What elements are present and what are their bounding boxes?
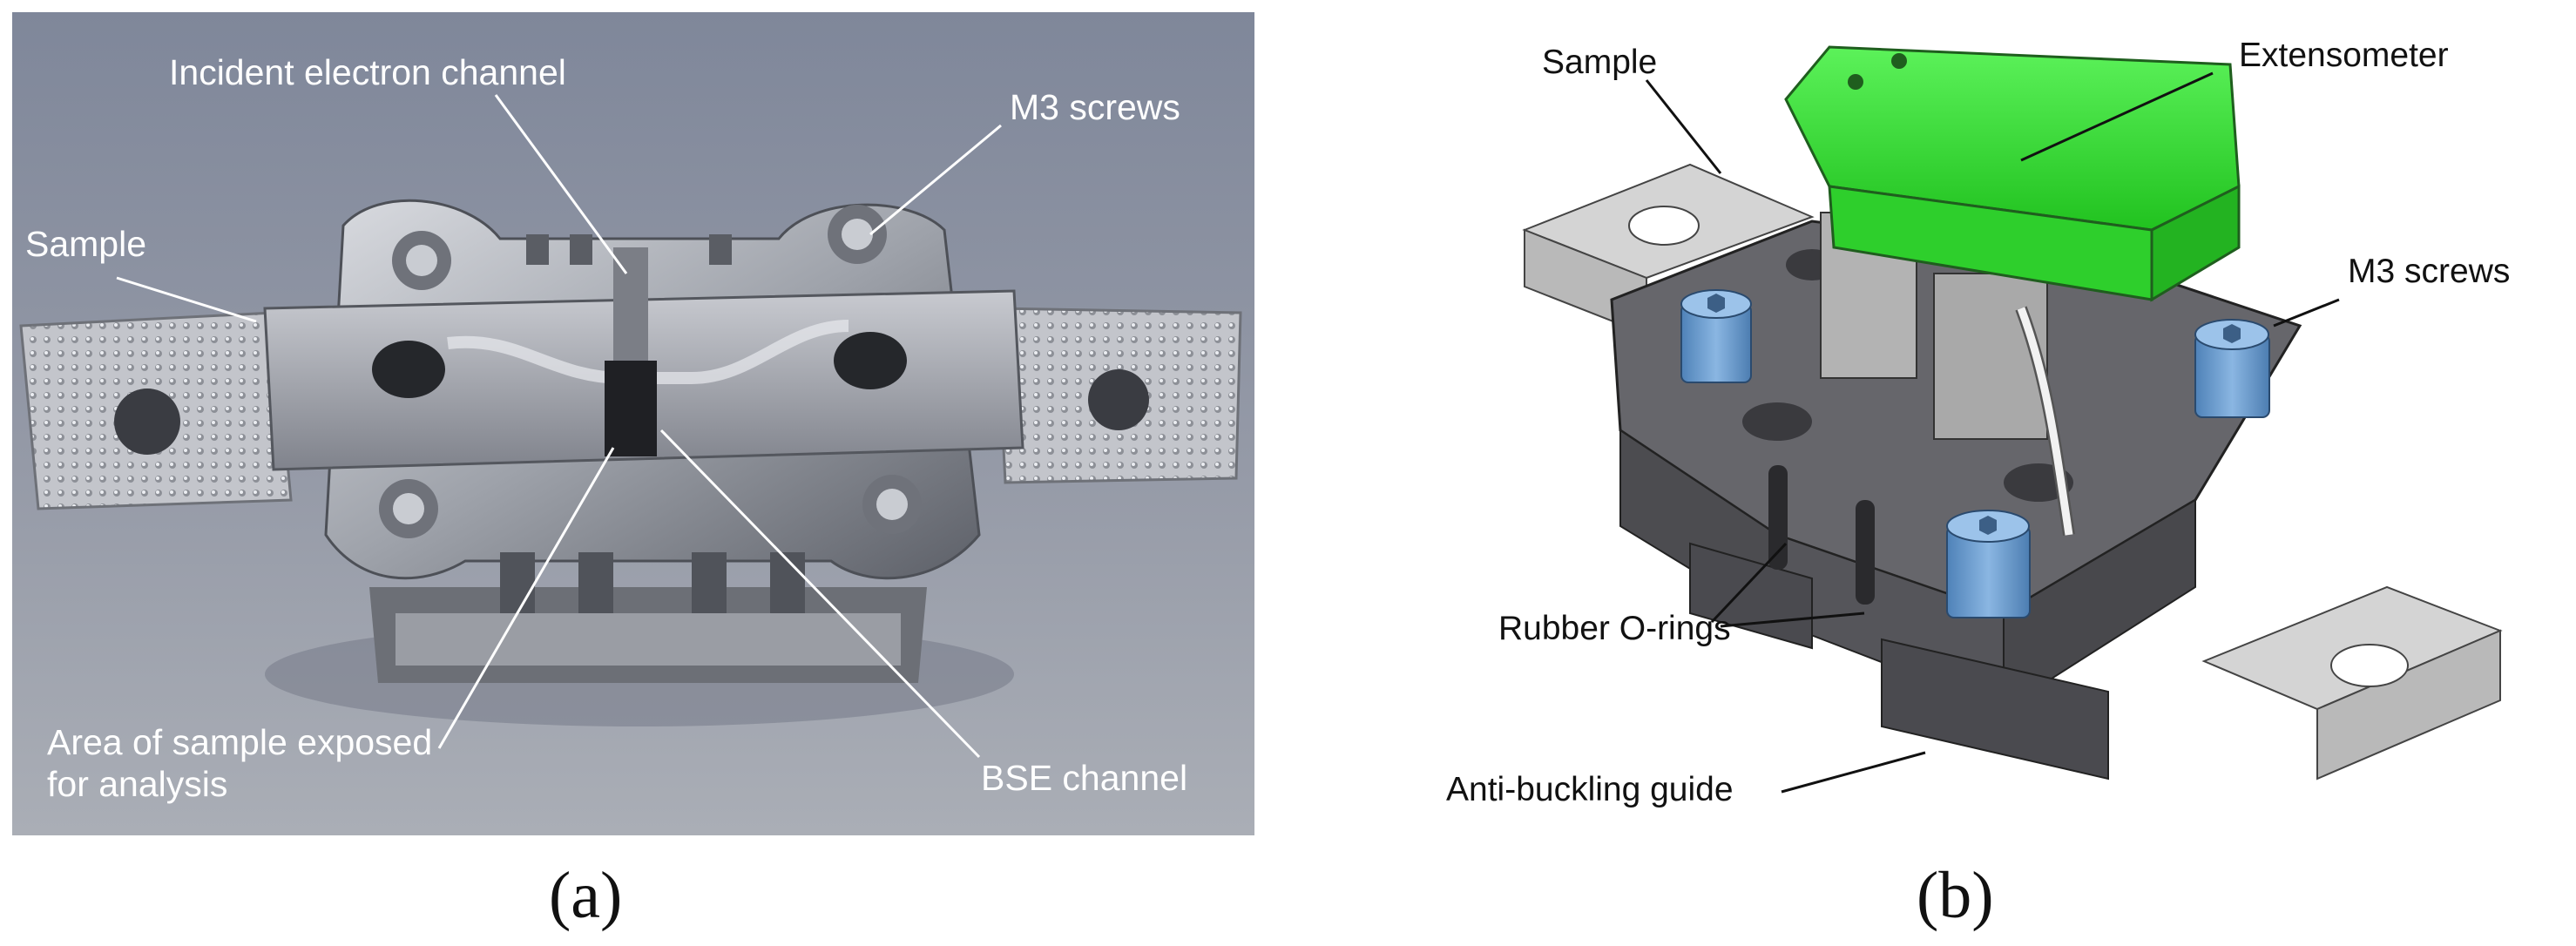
cad-illustration: Sample Extensometer M3 screws Rubber O-r…: [1324, 12, 2576, 835]
label-rubber-o-rings: Rubber O-rings: [1498, 610, 1731, 647]
label-incident-channel: Incident electron channel: [169, 52, 566, 92]
label-sample-a: Sample: [25, 224, 146, 264]
cad-panel-b: Sample Extensometer M3 screws Rubber O-r…: [1324, 12, 2576, 835]
label-area-line1: Area of sample exposed: [47, 722, 432, 762]
label-extensometer: Extensometer: [2239, 37, 2449, 74]
caption-a: (a): [549, 859, 623, 932]
label-bse-channel: BSE channel: [981, 758, 1187, 798]
label-anti-buckling-guide: Anti-buckling guide: [1446, 771, 1734, 808]
photo-panel-a: Incident electron channel M3 screws Samp…: [12, 12, 1254, 835]
photo-illustration: Incident electron channel M3 screws Samp…: [12, 12, 1254, 835]
label-m3-screws-b: M3 screws: [2348, 253, 2510, 290]
label-sample-b: Sample: [1542, 44, 1657, 81]
caption-b: (b): [1917, 859, 1994, 932]
label-m3-screws-a: M3 screws: [1010, 87, 1180, 127]
label-area-line2: for analysis: [47, 764, 227, 804]
